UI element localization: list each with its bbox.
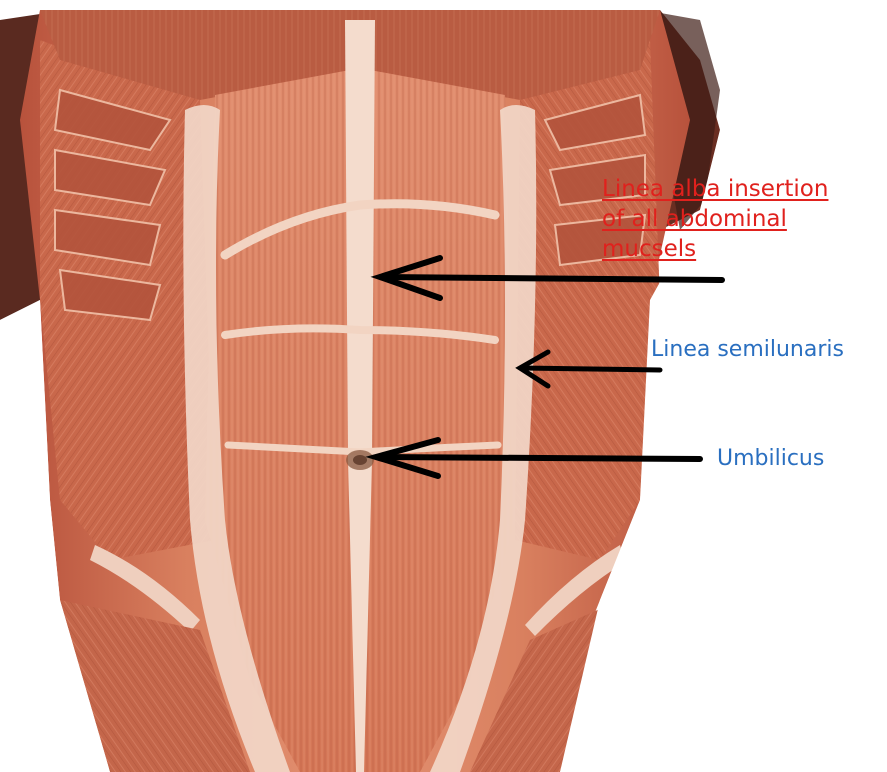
umbilicus-label: Umbilicus xyxy=(717,446,824,471)
linea-alba-label-line-3: mucsels xyxy=(602,234,872,264)
linea-alba-label-line-1: Linea alba insertion xyxy=(602,174,872,204)
linea-alba-label: Linea alba insertion of all abdominal mu… xyxy=(602,174,872,264)
linea-semilunaris-label: Linea semilunaris xyxy=(651,337,844,362)
linea-alba-label-line-2: of all abdominal xyxy=(602,204,872,234)
